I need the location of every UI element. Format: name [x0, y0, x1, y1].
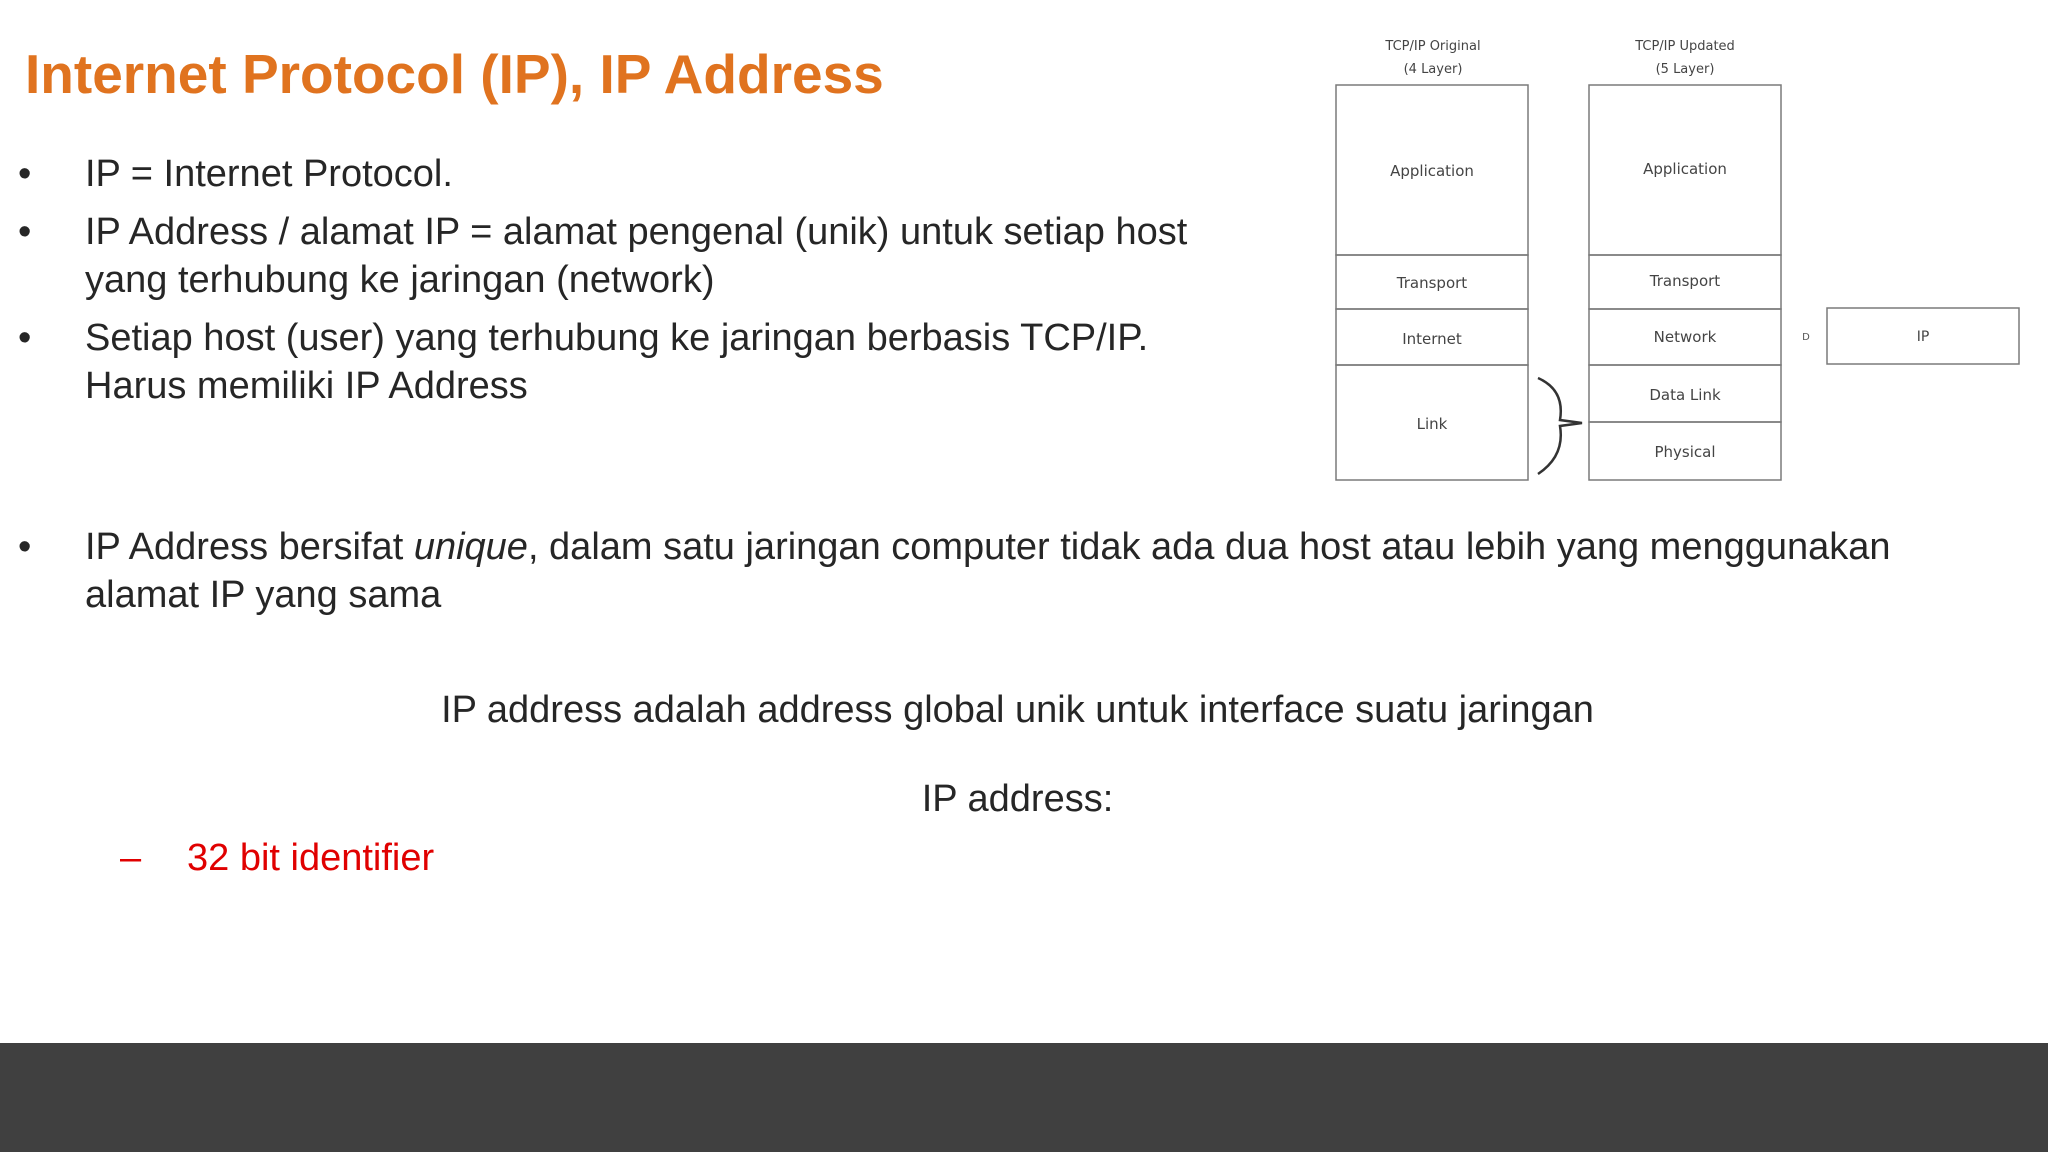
bullet-marker: • [18, 211, 32, 253]
right-column-subheading: (5 Layer) [1656, 62, 1715, 77]
layer-label: Internet [1402, 330, 1462, 348]
layer-label: Application [1643, 160, 1727, 178]
bullet-text-emphasis: unique [413, 526, 528, 568]
brace-connector [1537, 376, 1583, 476]
bullet-text: Setiap host (user) yang terhubung ke jar… [85, 314, 1148, 410]
slide-title: Internet Protocol (IP), IP Address [25, 43, 884, 105]
right-layer-stack [1588, 84, 1782, 481]
layer-label: Transport [1649, 272, 1721, 290]
arrow-marker: D [1802, 332, 1810, 343]
layer-label: Transport [1396, 274, 1468, 292]
bullet-marker: • [18, 317, 32, 359]
bullet-line: yang terhubung ke jaringan (network) [85, 259, 715, 301]
layer-label: Physical [1654, 443, 1715, 461]
bullet-text-pre: IP Address bersifat [85, 526, 414, 568]
sub-bullet-marker: – [120, 837, 142, 879]
bullet-line: Harus memiliki IP Address [85, 365, 528, 407]
layer-box-link [1335, 364, 1529, 481]
footer-bar [0, 1043, 2048, 1152]
bullet-text: IP Address bersifat unique, dalam satu j… [85, 523, 1891, 619]
left-layer-stack [1335, 84, 1529, 481]
layer-label: Link [1417, 415, 1448, 433]
ip-box [1826, 307, 2020, 365]
left-column-heading: TCP/IP Original [1384, 39, 1480, 54]
layer-label: Data Link [1649, 386, 1721, 404]
bullet-marker: • [18, 153, 32, 195]
bullet-line: IP Address bersifat unique, dalam satu j… [85, 523, 1891, 571]
layer-box-physical [1588, 421, 1782, 481]
bullet-line: Setiap host (user) yang terhubung ke jar… [85, 317, 1149, 359]
right-column-heading: TCP/IP Updated [1634, 39, 1735, 54]
bullet-line: alamat IP yang sama [85, 574, 442, 616]
ip-definition-text: IP address adalah address global unik un… [441, 689, 1594, 731]
sub-bullet-text: 32 bit identifier [187, 837, 435, 879]
ip-address-heading: IP address: [921, 778, 1114, 820]
ip-box-label: IP [1917, 329, 1930, 345]
layer-label: Network [1654, 328, 1717, 346]
bullet-marker: • [18, 526, 32, 568]
bullet-text-post: , dalam satu jaringan computer tidak ada… [527, 526, 1891, 568]
bullet-text: IP = Internet Protocol. [85, 150, 453, 198]
layer-label: Application [1390, 162, 1474, 180]
bullet-line: IP Address / alamat IP = alamat pengenal… [85, 211, 1188, 253]
left-column-subheading: (4 Layer) [1404, 62, 1463, 77]
bullet-text: IP Address / alamat IP = alamat pengenal… [85, 208, 1187, 304]
bullet-line: IP = Internet Protocol. [85, 153, 453, 195]
slide: Internet Protocol (IP), IP Address • IP … [18, 39, 2020, 879]
tcpip-layer-diagram: TCP/IP Original (4 Layer) TCP/IP Updated… [1335, 39, 2020, 481]
